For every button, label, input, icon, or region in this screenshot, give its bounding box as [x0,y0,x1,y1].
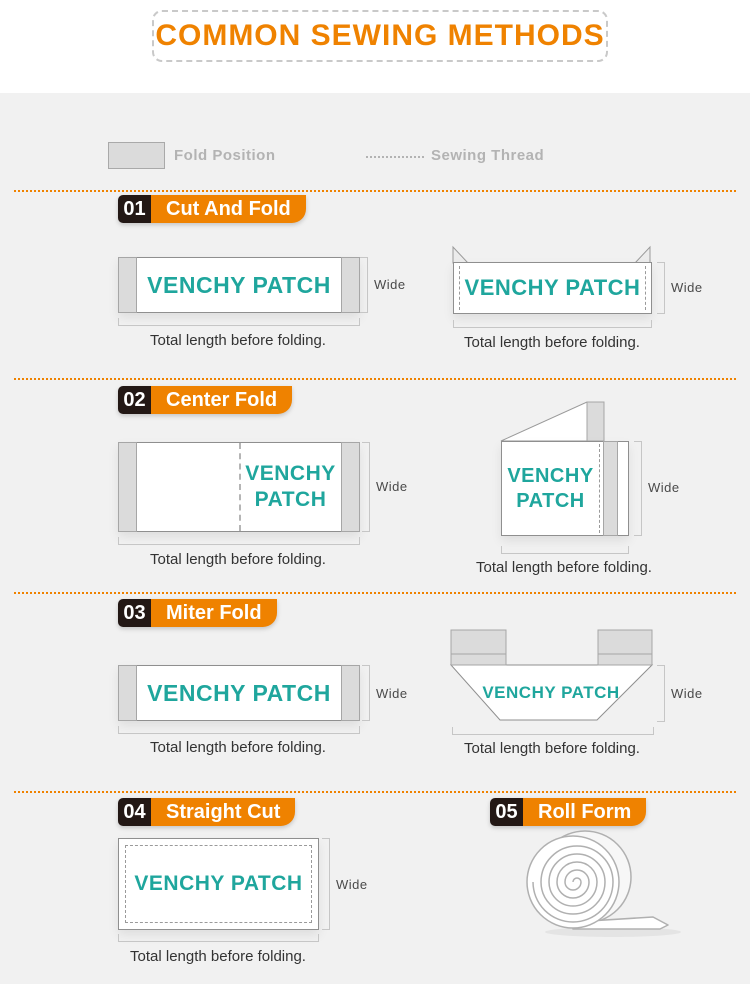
sewing-thread-stitch [599,444,600,533]
wide-label: Wide [336,877,368,892]
patch-diagram-center-fold-folded: VENCHY PATCH [501,441,629,536]
patch-brand-text: VENCHY PATCH [134,872,303,895]
patch-brand-text: VENCHY PATCH [147,679,331,706]
miter-tab-icon [597,629,653,666]
length-measure-bracket [118,537,360,545]
length-measure-bracket [453,320,652,328]
fold-flap-icon [500,401,605,442]
length-caption: Total length before folding. [464,334,640,351]
wide-measure-bracket [322,838,330,930]
wide-label: Wide [671,280,703,295]
patch-brand-text: VENCHY PATCH [482,683,620,702]
section-separator [14,791,736,793]
patch-diagram-cut-fold-folded: VENCHY PATCH [453,262,652,314]
fold-position-area [341,442,360,532]
section-header-miter-fold: 03 Miter Fold [118,599,277,627]
patch-brand-block: VENCHY PATCH [461,683,641,703]
length-caption: Total length before folding. [130,948,306,965]
section-number-badge: 04 [118,798,151,826]
sewing-thread-stitch [645,266,646,310]
section-number-badge: 02 [118,386,151,414]
section-header-center-fold: 02 Center Fold [118,386,293,414]
length-caption: Total length before folding. [464,740,640,757]
section-name-label: Miter Fold [151,599,277,627]
section-header-straight-cut: 04 Straight Cut [118,798,296,826]
bottom-margin [0,984,750,989]
section-number-badge: 01 [118,195,151,223]
wide-measure-bracket [634,441,642,536]
page-title: COMMON SEWING METHODS [155,19,605,52]
fold-position-area [603,441,618,536]
section-header-cut-and-fold: 01 Cut And Fold [118,195,306,223]
patch-brand-text: VENCHY PATCH [464,275,641,300]
section-name-label: Center Fold [151,386,293,414]
patch-brand-block: VENCHY PATCH [502,442,599,535]
wide-measure-bracket [657,665,665,722]
legend-sewing-thread-label: Sewing Thread [431,147,545,164]
wide-measure-bracket [362,665,370,721]
length-caption: Total length before folding. [476,559,652,576]
sewing-thread-stitch-border [125,845,312,923]
length-caption: Total length before folding. [150,332,326,349]
length-caption: Total length before folding. [150,739,326,756]
fold-position-swatch-icon [108,142,165,169]
fold-position-area [341,665,360,721]
length-measure-bracket [452,727,654,735]
section-number-badge: 03 [118,599,151,627]
wide-label: Wide [374,277,406,292]
section-name-label: Straight Cut [151,798,296,826]
length-measure-bracket [118,726,360,734]
content-panel [0,93,750,984]
fold-position-area [118,442,137,532]
roll-form-icon [526,830,681,937]
wide-label: Wide [648,480,680,495]
miter-tab-icon [450,629,507,666]
fold-position-area [118,665,137,721]
length-measure-bracket [118,318,360,326]
section-separator [14,190,736,192]
patch-brand-block: VENCHY PATCH [239,443,342,531]
patch-diagram-miter-flat: VENCHY PATCH [118,665,360,721]
miter-fold-diagram-icon [449,629,654,721]
sewing-thread-line-icon [366,156,424,158]
wide-measure-bracket [362,442,370,532]
legend-fold-position-label: Fold Position [174,147,276,164]
wide-label: Wide [376,686,408,701]
section-name-label: Cut And Fold [151,195,306,223]
patch-brand-text: VENCHY [507,464,594,487]
wide-measure-bracket [657,262,665,314]
center-fold-line [239,443,241,531]
section-number-badge: 05 [490,798,523,826]
patch-brand-text: VENCHY [245,462,336,485]
title-box: COMMON SEWING METHODS [152,10,608,62]
length-measure-bracket [118,934,319,942]
patch-diagram-cut-fold-flat: VENCHY PATCH [118,257,360,313]
wide-measure-bracket [360,257,368,313]
fold-position-area [118,257,137,313]
length-measure-bracket [501,546,629,554]
wide-label: Wide [376,479,408,494]
patch-brand-text: PATCH [516,489,585,512]
section-header-roll-form: 05 Roll Form [490,798,647,826]
patch-diagram-center-fold-flat: VENCHY PATCH [118,442,360,532]
patch-brand-text: PATCH [254,488,327,511]
wide-label: Wide [671,686,703,701]
patch-brand-text: VENCHY PATCH [147,271,331,298]
sewing-thread-stitch [459,266,460,310]
fold-position-area [341,257,360,313]
length-caption: Total length before folding. [150,551,326,568]
section-separator [14,378,736,380]
patch-diagram-straight-cut: VENCHY PATCH [118,838,319,930]
section-separator [14,592,736,594]
section-name-label: Roll Form [523,798,647,826]
